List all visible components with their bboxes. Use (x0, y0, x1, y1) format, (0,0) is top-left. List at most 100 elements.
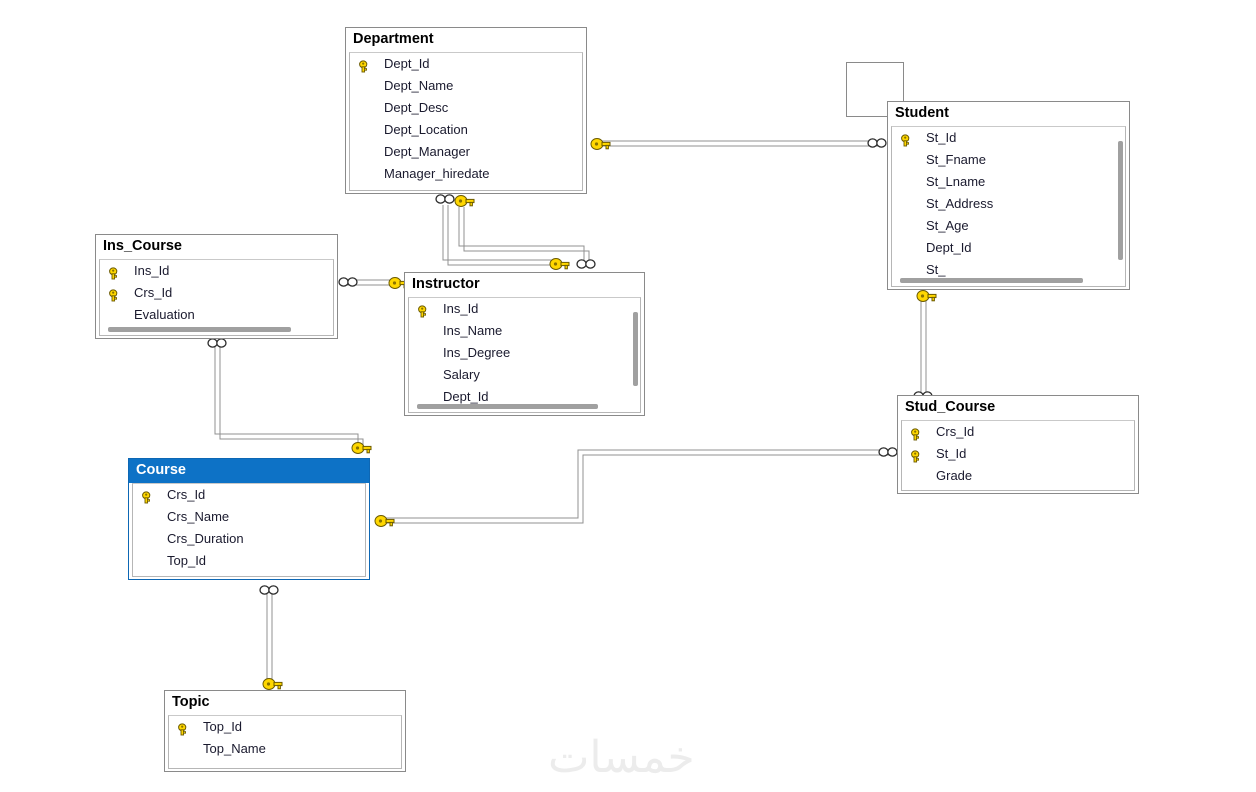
table-field-row[interactable]: Top_Id (133, 550, 365, 572)
table-field-row[interactable]: Top_Name (169, 738, 401, 760)
field-label: Dept_Name (384, 78, 454, 93)
table-field-row[interactable]: Crs_Id (902, 421, 1134, 443)
infinity-endpoint-course-topic (259, 585, 279, 595)
table-title[interactable]: Department (353, 31, 434, 47)
table-field-row[interactable]: Crs_Name (133, 506, 365, 528)
table-title[interactable]: Topic (172, 694, 210, 710)
horizontal-scrollbar[interactable] (900, 278, 1083, 283)
table-field-row[interactable]: St_Address (892, 193, 1125, 215)
field-label: Dept_Location (384, 122, 468, 137)
field-icon-empty (899, 198, 912, 211)
primary-key-icon (909, 448, 922, 463)
table-field-row[interactable]: St_Age (892, 215, 1125, 237)
field-label: St_Lname (926, 174, 986, 189)
table-field-row[interactable]: Salary (409, 364, 640, 386)
primary-key-icon (107, 287, 120, 302)
infinity-endpoint-ins-course-course (207, 338, 227, 348)
table-field-row[interactable]: St_Lname (892, 171, 1125, 193)
table-title[interactable]: Stud_Course (905, 399, 996, 415)
table-field-row[interactable]: Crs_Duration (133, 528, 365, 550)
field-label: St_Id (936, 446, 967, 461)
field-label: St_ (926, 262, 946, 277)
field-label: Crs_Id (936, 424, 975, 439)
table-field-row[interactable]: Dept_Id (892, 237, 1125, 259)
field-icon-empty (899, 242, 912, 255)
table-field-row[interactable]: Dept_Location (350, 119, 582, 141)
table-field-row[interactable]: Crs_Id (100, 282, 333, 304)
table-title[interactable]: Student (895, 105, 949, 121)
field-icon-empty (357, 168, 370, 181)
table-field-row[interactable]: Manager_hiredate (350, 163, 582, 185)
horizontal-scrollbar[interactable] (417, 404, 598, 409)
primary-key-icon (909, 426, 922, 441)
field-label: St_Fname (926, 152, 986, 167)
infinity-endpoint-ins-course-instructor (338, 277, 358, 287)
table-field-row[interactable]: St_Id (892, 127, 1125, 149)
field-label: Evaluation (134, 307, 195, 322)
horizontal-scrollbar[interactable] (108, 327, 291, 332)
table-field-row[interactable]: Evaluation (100, 304, 333, 326)
field-icon-empty (899, 220, 912, 233)
table-title[interactable]: Instructor (412, 276, 480, 292)
table-field-row[interactable]: St_ (892, 259, 1125, 281)
table-field-row[interactable]: Dept_Name (350, 75, 582, 97)
table-field-row[interactable]: Ins_Name (409, 320, 640, 342)
field-icon-empty (899, 154, 912, 167)
primary-key-icon (107, 265, 120, 280)
table-field-row[interactable]: Crs_Id (133, 484, 365, 506)
field-label: Dept_Id (384, 56, 430, 71)
field-icon-empty (357, 146, 370, 159)
table-field-row[interactable]: Dept_Id (409, 386, 640, 408)
table-field-row[interactable]: Dept_Manager (350, 141, 582, 163)
table-field-row[interactable]: Ins_Id (409, 298, 640, 320)
table-field-row[interactable]: Ins_Degree (409, 342, 640, 364)
field-icon-empty (140, 533, 153, 546)
field-icon-empty (140, 511, 153, 524)
table-title[interactable]: Course (129, 459, 369, 483)
field-icon-empty (357, 102, 370, 115)
field-label: Crs_Duration (167, 531, 244, 546)
key-endpoint-topic-course (262, 678, 283, 690)
primary-key-icon (176, 721, 189, 736)
field-label: Top_Name (203, 741, 266, 756)
table-field-row[interactable]: Grade (902, 465, 1134, 487)
watermark-text: خمسات (548, 733, 695, 782)
field-label: Dept_Id (926, 240, 972, 255)
field-label: Crs_Name (167, 509, 230, 524)
field-label: Ins_Degree (443, 345, 511, 360)
field-icon-empty (416, 391, 429, 404)
field-label: Crs_Id (167, 487, 206, 502)
table-field-row[interactable]: Dept_Id (350, 53, 582, 75)
table-field-row[interactable]: Top_Id (169, 716, 401, 738)
field-label: Salary (443, 367, 480, 382)
table-field-row[interactable]: St_Fname (892, 149, 1125, 171)
table-field-row[interactable]: Dept_Desc (350, 97, 582, 119)
field-icon-empty (416, 325, 429, 338)
infinity-endpoint-student-department (867, 138, 887, 148)
field-label: Top_Id (203, 719, 243, 734)
vertical-scrollbar[interactable] (633, 312, 638, 386)
primary-key-icon (357, 58, 370, 73)
key-endpoint-student-stud-course (916, 290, 937, 302)
infinity-endpoint-instructor-department-b (576, 259, 596, 269)
table-field-row[interactable]: Ins_Id (100, 260, 333, 282)
table-title[interactable]: Ins_Course (103, 238, 182, 254)
key-endpoint-department-instructor-b (454, 195, 475, 207)
table-field-row[interactable]: St_Id (902, 443, 1134, 465)
vertical-scrollbar[interactable] (1118, 141, 1123, 260)
